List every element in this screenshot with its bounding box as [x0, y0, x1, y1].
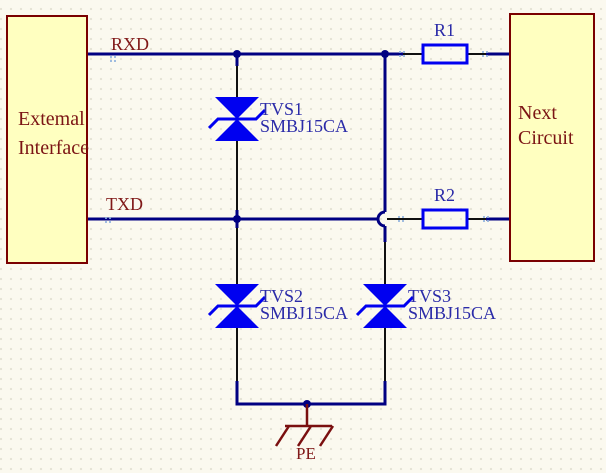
- wire-ground-bus: [235, 381, 387, 406]
- tvs1-upper-triangle: [215, 97, 259, 119]
- tvs1-crossbar: [207, 108, 267, 130]
- pe-ground-symbol: [274, 404, 335, 447]
- external-interface-label-line1: Extemal: [18, 108, 85, 130]
- next-circuit-label-line2: Circuit: [518, 127, 574, 149]
- r2-designator: R2: [434, 185, 456, 205]
- tvs2-part-number: SMBJ15CA: [260, 303, 349, 323]
- tvs2-symbol: [207, 284, 267, 328]
- wire-hop-arc: [376, 210, 386, 228]
- pin-leads: [236, 53, 486, 381]
- external-interface-label-line2: Interface: [18, 137, 90, 159]
- net-label-pe: PE: [296, 444, 316, 463]
- next-circuit-label-line1: Next: [518, 102, 557, 124]
- tvs3-part-number: SMBJ15CA: [408, 303, 497, 323]
- tvs3-lower-triangle: [363, 306, 407, 328]
- tvs2-lower-triangle: [215, 306, 259, 328]
- tvs1-lower-triangle: [215, 119, 259, 141]
- tvs3-symbol: [355, 284, 415, 328]
- tvs3-designator: TVS3: [408, 286, 452, 306]
- external-interface-block: [6, 15, 88, 264]
- tvs2-designator: TVS2: [260, 286, 304, 306]
- tvs3-crossbar: [355, 295, 415, 317]
- net-label-txd: TXD: [106, 194, 143, 214]
- tvs1-symbol: [207, 97, 267, 141]
- tvs2-upper-triangle: [215, 284, 259, 306]
- tvs1-part-number: SMBJ15CA: [260, 116, 349, 136]
- next-circuit-block: [509, 13, 595, 262]
- tvs1-designator: TVS1: [260, 99, 304, 119]
- ground-slash-middle: [296, 425, 313, 447]
- tvs3-upper-triangle: [363, 284, 407, 306]
- junction-rxd-tvs3: [381, 50, 389, 58]
- r2-symbol: [421, 208, 469, 230]
- net-label-rxd: RXD: [111, 34, 150, 54]
- r1-symbol: [421, 43, 469, 65]
- junction-rxd-tvs1: [233, 50, 241, 58]
- ground-slash-left: [274, 425, 291, 447]
- junction-dots: [233, 50, 389, 408]
- tvs2-crossbar: [207, 295, 267, 317]
- r1-designator: R1: [434, 20, 456, 40]
- ground-slash-right: [318, 425, 335, 447]
- junction-txd-tvs: [233, 215, 241, 223]
